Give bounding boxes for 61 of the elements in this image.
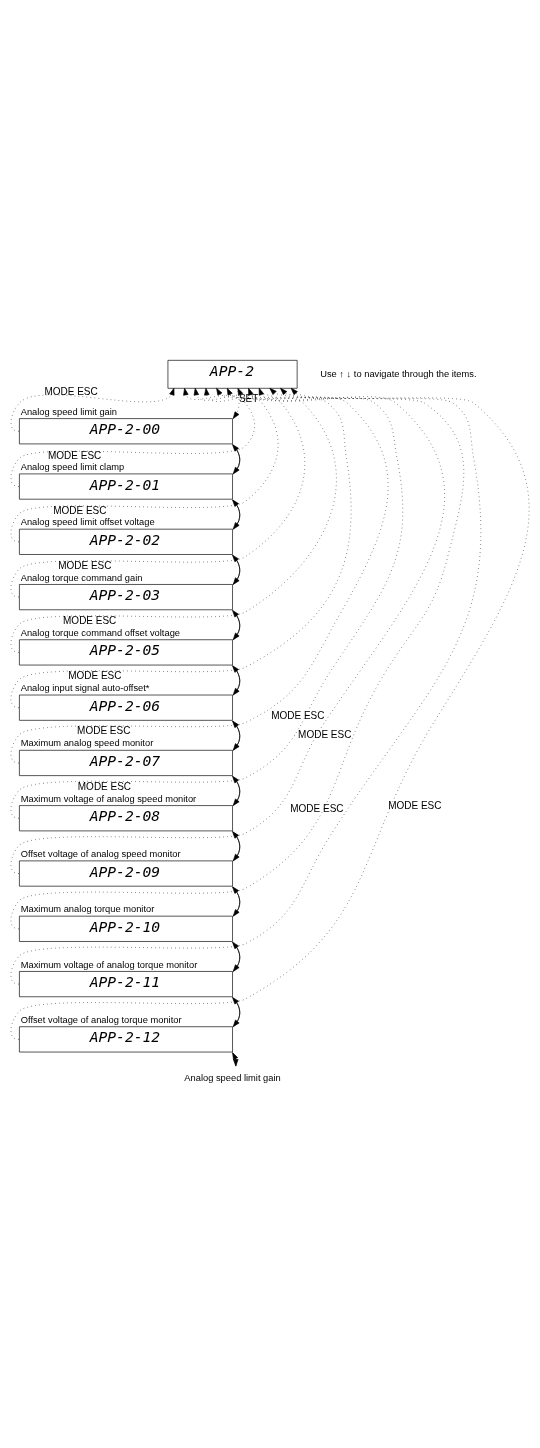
edge-label: MODE ESC (58, 559, 112, 571)
arrow (232, 886, 241, 917)
edge-label: MODE ESC (44, 385, 98, 397)
arrow (232, 390, 240, 419)
node-label: Analog speed limit clamp (20, 462, 125, 473)
node-label: Analog torque command offset voltage (20, 627, 181, 638)
node-label: Analog torque command gain (20, 572, 143, 583)
node-box: APP-2-07 (19, 749, 233, 776)
node-label: Maximum voltage of analog speed monitor (20, 793, 197, 804)
arrow (232, 665, 241, 696)
edge-label: MODE ESC (271, 710, 325, 722)
node-text: Analog speed limit gain (184, 1072, 281, 1083)
arrow (10, 387, 337, 653)
edge-label: MODE ESC (298, 728, 352, 740)
node-box: APP-2-12 (19, 1026, 233, 1053)
edge-label: MODE ESC (77, 780, 132, 792)
arrow (10, 387, 352, 708)
node-label: Analog speed limit offset voltage (20, 517, 155, 528)
node-box: APP-2-05 (19, 639, 233, 666)
node-label: Maximum analog speed monitor (20, 738, 154, 749)
edge-label: MODE ESC (77, 725, 131, 737)
arrow (232, 941, 241, 972)
node-label: Maximum voltage of analog torque monitor (20, 959, 198, 970)
node-box: APP-2-10 (19, 915, 233, 942)
node-label: Analog input signal auto-offset* (20, 683, 150, 694)
arrow (232, 444, 241, 475)
label: Use ↑ ↓ to navigate through the items. (320, 368, 477, 379)
node-box: APP-2-11 (19, 971, 233, 998)
arrow (10, 387, 175, 432)
arrow (10, 387, 255, 487)
node-box: APP-2-06 (19, 694, 233, 721)
arrow (232, 610, 241, 641)
edge-label: MODE ESC (53, 505, 107, 517)
edge-label: MODE ESC (388, 799, 442, 811)
node-label: Offset voltage of analog speed monitor (20, 849, 181, 860)
edge-label: MODE ESC (48, 450, 102, 462)
arrow (232, 775, 241, 806)
node-box: APP-2-01 (19, 473, 233, 500)
node-box: APP-2-02 (19, 528, 233, 555)
edge-label: MODE ESC (63, 614, 117, 626)
node-label: Offset voltage of analog torque monitor (20, 1014, 182, 1025)
arrow (232, 831, 241, 862)
arrow (232, 997, 241, 1028)
edge-label: MODE ESC (68, 669, 122, 681)
arrow (232, 720, 241, 751)
arrow (10, 387, 389, 764)
arrow (10, 387, 279, 543)
arrow (232, 554, 241, 585)
node-label: Analog speed limit gain (20, 406, 118, 417)
node-box: APP-2 (167, 360, 298, 389)
node-box: APP-2-09 (19, 860, 233, 887)
node-label: Maximum analog torque monitor (20, 904, 155, 915)
arrow (10, 387, 403, 819)
arrow (232, 499, 241, 530)
arrow (10, 387, 305, 598)
arrow (10, 387, 530, 1040)
node-box: APP-2-00 (19, 418, 233, 445)
edge-label: SET (238, 393, 259, 405)
node-box: APP-2-03 (19, 584, 233, 611)
edge-label: MODE ESC (290, 802, 344, 814)
node-box: APP-2-08 (19, 805, 233, 832)
